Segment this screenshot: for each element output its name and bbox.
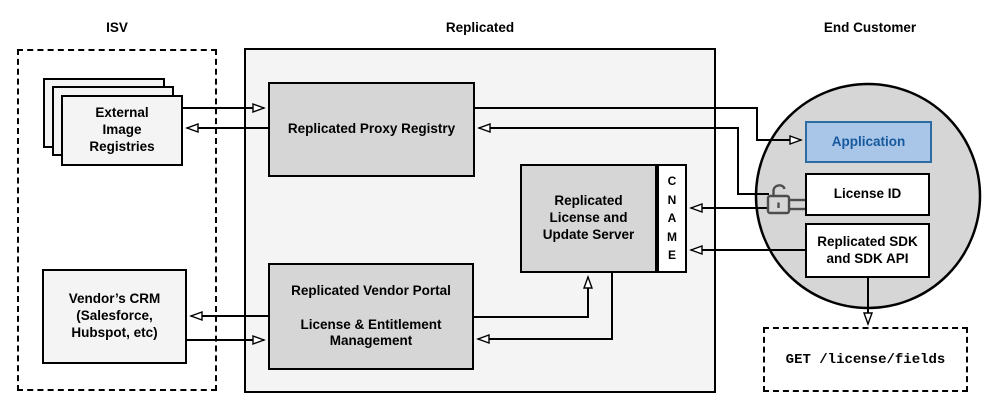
- vendor-portal-box: Replicated Vendor Portal License & Entit…: [268, 263, 474, 370]
- section-title-replicated: Replicated: [445, 20, 515, 35]
- proxy-registry-box: Replicated Proxy Registry: [268, 82, 475, 177]
- arrow-license-server-to-portal: [478, 273, 613, 339]
- arrow-portal-to-license-server: [474, 277, 588, 318]
- vendors-crm-box: Vendor’s CRM (Salesforce, Hubspot, etc): [42, 269, 187, 364]
- unlock-icon: [766, 184, 805, 215]
- license-update-server-box: Replicated License and Update Server: [520, 164, 657, 273]
- api-request-box: GET /license/fields: [763, 327, 968, 392]
- application-box: Application: [805, 121, 932, 163]
- isv-boundary: [17, 49, 217, 391]
- cname-box: C N A M E: [657, 164, 687, 273]
- license-id-box: License ID: [805, 173, 930, 216]
- external-image-registries-box: External Image Registries: [61, 95, 183, 166]
- section-title-isv: ISV: [106, 20, 128, 35]
- api-request-label: GET /license/fields: [785, 351, 946, 368]
- arrow-license-to-proxy: [479, 128, 769, 195]
- arrow-proxy-to-application: [475, 107, 801, 140]
- replicated-sdk-box: Replicated SDK and SDK API: [805, 223, 930, 278]
- section-title-end-customer: End Customer: [823, 20, 917, 35]
